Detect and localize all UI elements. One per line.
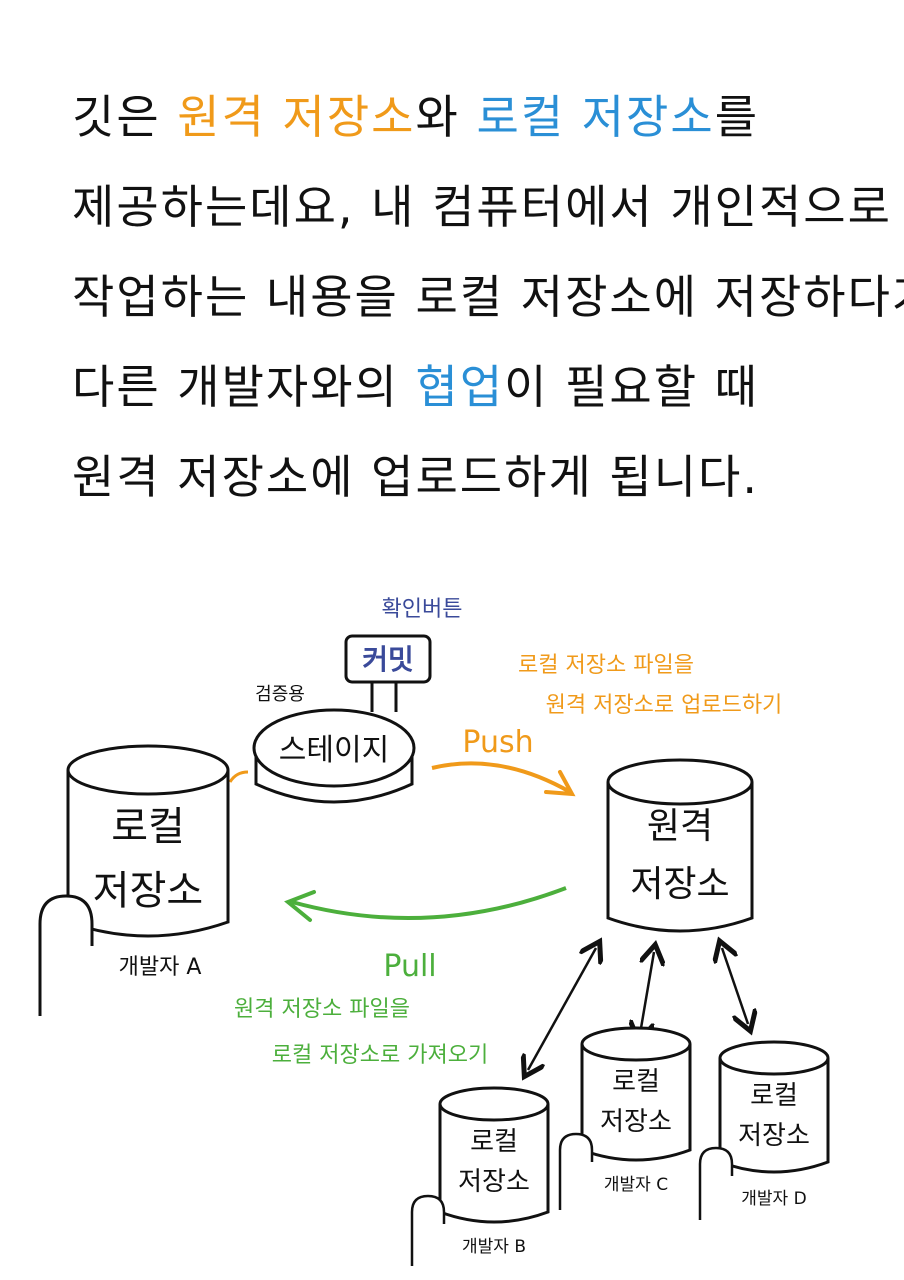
hand-icon [700, 1148, 732, 1220]
push-label: Push [462, 725, 533, 760]
local-repo-a: 로컬 저장소 개발자 A [40, 746, 228, 1016]
remote-repo-label-1: 원격 [647, 806, 713, 847]
hand-icon [40, 896, 92, 1016]
local-repo-label-2: 저장소 [93, 868, 203, 914]
cylinder-top [720, 1042, 828, 1074]
local-repo-label-1: 로컬 [750, 1081, 798, 1111]
remote-repo: 원격 저장소 [608, 760, 752, 931]
hand-icon [412, 1196, 444, 1266]
cylinder-top [440, 1088, 548, 1120]
local-repo-d: 로컬 저장소 개발자 D [700, 1042, 828, 1220]
developer-d-label: 개발자 D [741, 1189, 806, 1209]
pull-description-2: 로컬 저장소로 가져오기 [272, 1043, 488, 1068]
cylinder-top [582, 1028, 690, 1060]
cylinder-top [68, 746, 228, 794]
push-arrow-line [432, 763, 570, 792]
cylinder-top [608, 760, 752, 804]
stage-to-local-link [230, 772, 248, 782]
hand-icon [560, 1134, 592, 1210]
stage-note: 검증용 [255, 684, 305, 705]
local-repo-label-2: 저장소 [458, 1167, 530, 1197]
remote-repo-label-2: 저장소 [630, 864, 729, 905]
pull-label: Pull [383, 949, 436, 984]
commit-sign: 확인버튼 커밋 [346, 597, 462, 712]
local-repo-label-1: 로컬 [111, 804, 185, 850]
local-repo-label-1: 로컬 [470, 1127, 518, 1157]
stage: 검증용 스테이지 [230, 684, 414, 802]
developer-b-label: 개발자 B [462, 1237, 526, 1257]
sync-arrow-d [722, 948, 748, 1024]
developer-a-label: 개발자 A [119, 955, 202, 980]
local-repo-b: 로컬 저장소 개발자 B [412, 1088, 548, 1266]
push-description-2: 원격 저장소로 업로드하기 [546, 693, 783, 718]
local-repo-label-2: 저장소 [738, 1121, 810, 1151]
local-repo-c: 로컬 저장소 개발자 C [560, 1028, 690, 1210]
commit-label: 커밋 [362, 643, 414, 676]
local-repo-label-1: 로컬 [612, 1067, 660, 1097]
sync-arrow-c [640, 952, 654, 1034]
local-repo-label-2: 저장소 [600, 1107, 672, 1137]
push-description-1: 로컬 저장소 파일을 [518, 653, 694, 678]
pull-arrow-line [292, 888, 566, 918]
stage-label: 스테이지 [279, 733, 389, 768]
developer-c-label: 개발자 C [604, 1175, 668, 1195]
commit-note: 확인버튼 [382, 597, 463, 622]
pull-description-1: 원격 저장소 파일을 [234, 997, 410, 1022]
cylinder-body [440, 1104, 548, 1222]
pull-arrow: Pull 원격 저장소 파일을 로컬 저장소로 가져오기 [234, 888, 566, 1068]
